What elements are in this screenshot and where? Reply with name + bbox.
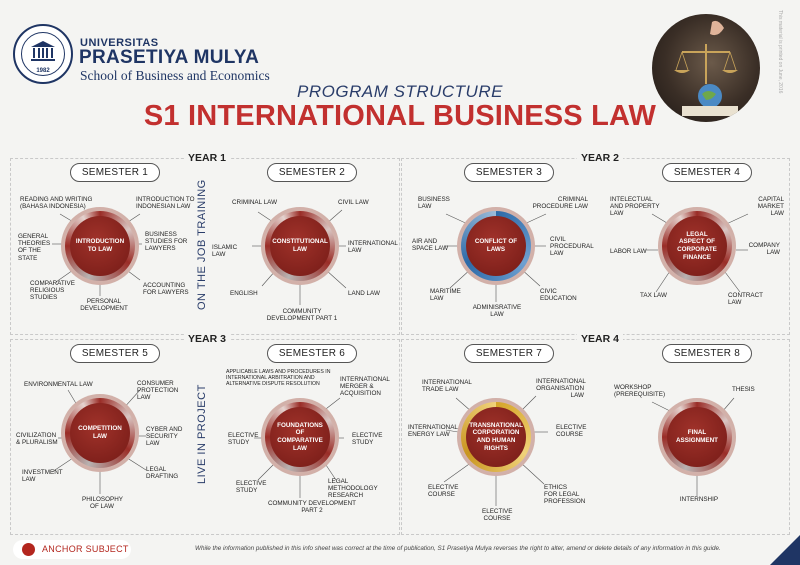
anchor-subject-legend — [13, 540, 131, 559]
semester-6-anchor: FOUNDATIONS OF COMPARATIVE LAW — [261, 398, 339, 476]
course-item: AIR AND SPACE LAW — [412, 238, 449, 253]
anchor-subject-text: CONSTITUTIONAL LAW — [270, 216, 330, 276]
disclaimer-text: While the information published in this … — [195, 545, 721, 552]
course-item: CRIMINAL LAW — [232, 199, 278, 206]
course-item: ACCOUNTING FOR LAWYERS — [143, 282, 189, 297]
semester-4-label: SEMESTER 4 — [662, 163, 752, 182]
course-item: LABOR LAW — [610, 248, 647, 255]
year-4-heading: YEAR 4 — [577, 333, 623, 345]
course-item: COMMUNITY DEVELOPMENT PART 2 — [267, 500, 357, 515]
course-item: CONSUMER PROTECTION LAW — [137, 380, 179, 402]
print-date-note: This material is printed on June, 2016 — [777, 10, 783, 94]
course-item: WORKSHOP (PREREQUISITE) — [614, 384, 666, 399]
page-title: S1 INTERNATIONAL BUSINESS LAW — [143, 100, 657, 132]
course-item: LAND LAW — [348, 290, 380, 297]
anchor-subject-label: ANCHOR SUBJECT — [42, 544, 129, 554]
page-header: 1982 UNIVERSITAS PRASETIYA MULYA School … — [0, 0, 800, 150]
course-item: INTERNATIONAL MERGER & ACQUISITION — [340, 376, 390, 398]
course-item: THESIS — [732, 386, 755, 393]
course-item: ELECTIVE COURSE — [428, 484, 459, 499]
building-icon — [31, 41, 55, 61]
course-item: CRIMINAL PROCEDURE LAW — [532, 196, 588, 211]
semester-8-label: SEMESTER 8 — [662, 344, 752, 363]
course-item: CIVILIZATION & PLURALISM — [16, 432, 58, 447]
course-item: INTELECTUAL AND PROPERTY LAW — [610, 196, 660, 218]
scale-icon — [674, 20, 738, 116]
course-item: CIVIL LAW — [338, 199, 369, 206]
course-item: APPLICABLE LAWS AND PROCEDURES IN INTERN… — [226, 369, 331, 387]
justice-scale-photo — [652, 14, 760, 122]
semester-6-label: SEMESTER 6 — [267, 344, 357, 363]
course-item: TAX LAW — [640, 292, 667, 299]
semester-5-anchor: COMPETITION LAW — [61, 394, 139, 472]
program-structure-label: PROGRAM STRUCTURE — [297, 82, 503, 101]
course-item: ISLAMIC LAW — [212, 244, 238, 259]
semester-1-label: SEMESTER 1 — [70, 163, 160, 182]
course-item: INTERNATIONAL ORGANISATION LAW — [536, 378, 586, 400]
anchor-dot-icon — [22, 543, 35, 556]
course-item: ENVIRONMENTAL LAW — [24, 381, 93, 388]
course-item: COMPARATIVE RELIGIOUS STUDIES — [30, 280, 75, 302]
course-item: INTRODUCTION TO INDONESIAN LAW — [136, 196, 195, 211]
semester-4-anchor: LEGAL ASPECT OF CORPORATE FINANCE — [658, 207, 736, 285]
semester-2-anchor: CONSTITUTIONAL LAW — [261, 207, 339, 285]
semester-3-anchor: CONFLICT OF LAWS — [457, 207, 535, 285]
course-item: INTERNSHIP — [679, 496, 719, 503]
year-3-heading: YEAR 3 — [184, 333, 230, 345]
semester-3-label: SEMESTER 3 — [464, 163, 554, 182]
course-item: INTERNATIONAL ENERGY LAW — [408, 424, 458, 439]
anchor-subject-text: TRANSNATIONAL CORPORATION AND HUMAN RIGH… — [466, 407, 526, 467]
course-item: INVESTMENT LAW — [22, 469, 63, 484]
course-item: MARITIME LAW — [430, 288, 461, 303]
anchor-subject-text: INTRODUCTION TO LAW — [70, 216, 130, 276]
course-item: GENERAL THEORIES OF THE STATE — [18, 233, 51, 262]
university-label: UNIVERSITAS — [80, 37, 159, 49]
school-name: School of Business and Economics — [80, 68, 270, 83]
semester-5-label: SEMESTER 5 — [70, 344, 160, 363]
course-item: LEGAL DRAFTING — [146, 466, 179, 481]
course-item: PHILOSOPHY OF LAW — [82, 496, 123, 511]
course-item: PERSONAL DEVELOPMENT — [80, 298, 128, 313]
course-item: BUSINESS STUDIES FOR LAWYERS — [145, 231, 188, 253]
course-item: ETHICS FOR LEGAL PROFESSION — [544, 484, 586, 506]
university-name: PRASETIYA MULYA — [79, 47, 260, 68]
seal-year: 1982 — [36, 68, 50, 74]
anchor-subject-text: CONFLICT OF LAWS — [466, 216, 526, 276]
semester-2-label: SEMESTER 2 — [267, 163, 357, 182]
course-item: ELECTIVE STUDY — [228, 432, 259, 447]
course-item: ELECTIVE COURSE — [556, 424, 587, 439]
anchor-subject-text: FOUNDATIONS OF COMPARATIVE LAW — [270, 407, 330, 467]
course-item: ELECTIVE STUDY — [352, 432, 383, 447]
course-item: LEGAL METHODOLOGY RESEARCH — [328, 478, 378, 500]
year-1-heading: YEAR 1 — [184, 152, 230, 164]
course-item: BUSINESS LAW — [418, 196, 450, 211]
anchor-subject-text: LEGAL ASPECT OF CORPORATE FINANCE — [667, 216, 727, 276]
course-item: CONTRACT LAW — [728, 292, 763, 307]
course-item: CYBER AND SECURITY LAW — [146, 426, 183, 448]
course-item: CIVIL PROCEDURAL LAW — [550, 236, 594, 258]
course-item: INTERNATIONAL TRADE LAW — [422, 379, 472, 394]
semester-7-label: SEMESTER 7 — [464, 344, 554, 363]
course-item: CIVIC EDUCATION — [540, 288, 577, 303]
course-item: COMPANY LAW — [748, 242, 780, 257]
course-item: ELECTIVE STUDY — [236, 480, 267, 495]
university-seal-logo: 1982 — [13, 24, 73, 84]
year-2-heading: YEAR 2 — [577, 152, 623, 164]
course-item: ENGLISH — [230, 290, 258, 297]
semester-1-anchor: INTRODUCTION TO LAW — [61, 207, 139, 285]
anchor-subject-text: FINAL ASSIGNMENT — [667, 407, 727, 467]
course-item: ADMINISRATIVE LAW — [472, 304, 522, 319]
semester-8-anchor: FINAL ASSIGNMENT — [658, 398, 736, 476]
course-item: COMMUNITY DEVELOPMENT PART 1 — [266, 308, 338, 323]
semester-7-anchor: TRANSNATIONAL CORPORATION AND HUMAN RIGH… — [457, 398, 535, 476]
course-item: ELECTIVE COURSE — [482, 508, 513, 523]
anchor-subject-text: COMPETITION LAW — [70, 403, 130, 463]
course-item: CAPITAL MARKET LAW — [757, 196, 784, 218]
corner-accent — [770, 535, 800, 565]
course-item: READING AND WRITING (BAHASA INDONESIA) — [20, 196, 93, 211]
course-item: INTERNATIONAL LAW — [348, 240, 398, 255]
